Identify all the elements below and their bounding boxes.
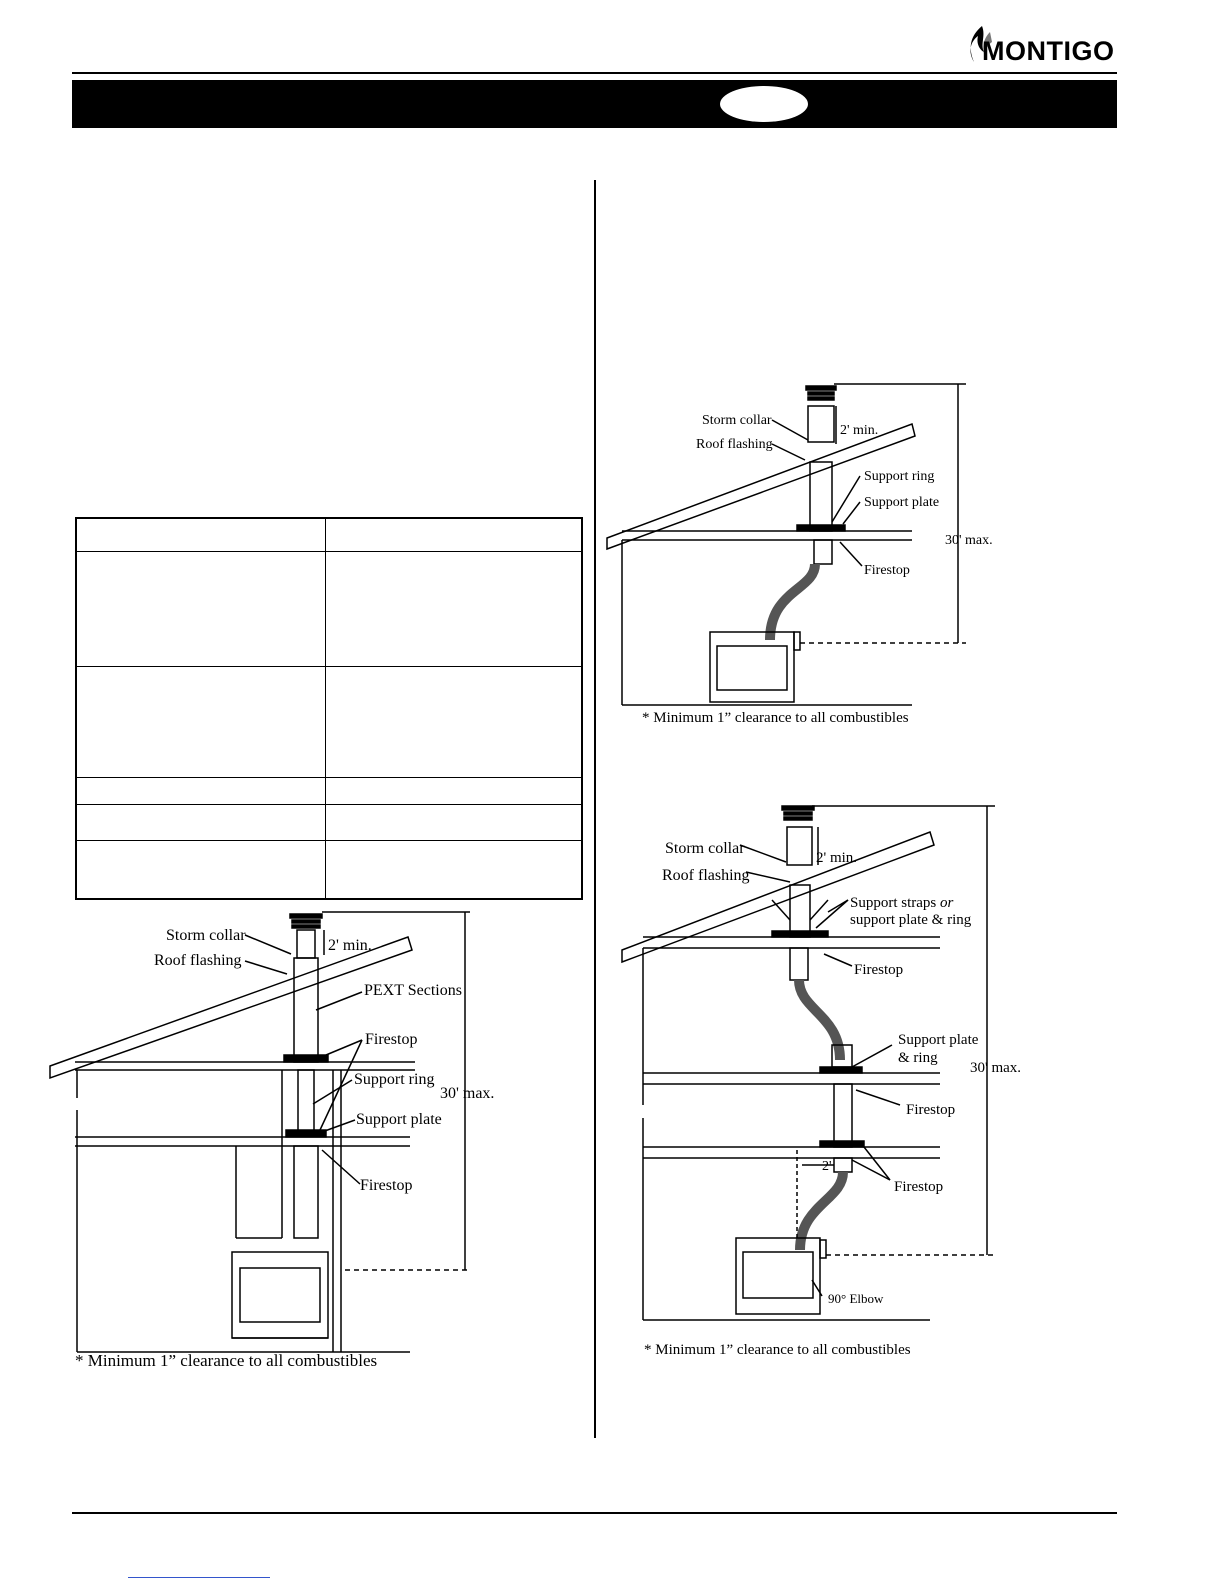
table-row-divider	[77, 777, 581, 778]
label-two-ft-min: 2' min.	[816, 850, 857, 866]
label-firestop: Firestop	[854, 962, 903, 978]
label-thirty-max: 30' max.	[945, 533, 993, 548]
label-roof-flashing: Roof flashing	[696, 437, 773, 452]
label-thirty-max: 30' max.	[440, 1085, 494, 1102]
flame-icon	[970, 26, 992, 62]
table-row-divider	[77, 551, 581, 552]
label-storm-collar: Storm collar	[166, 927, 246, 944]
label-support-ring: Support ring	[354, 1071, 434, 1088]
label-support-plate: Support plate	[864, 495, 939, 510]
label-storm-collar: Storm collar	[702, 413, 772, 428]
label-and-ring: & ring	[898, 1050, 938, 1066]
label-thirty-max: 30' max.	[970, 1060, 1021, 1076]
spec-table	[75, 517, 583, 900]
label-support-plate: Support plate	[356, 1111, 442, 1128]
header-oval	[720, 86, 808, 122]
header-band	[72, 80, 1117, 128]
label-support-ring: Support ring	[864, 469, 934, 484]
column-divider	[594, 180, 596, 1438]
brand-logo: MONTIGO	[960, 22, 1120, 70]
table-row-divider	[77, 804, 581, 805]
clearance-note: * Minimum 1” clearance to all combustibl…	[644, 1342, 911, 1358]
clearance-note: * Minimum 1” clearance to all combustibl…	[642, 710, 909, 726]
label-pext-sections: PEXT Sections	[364, 982, 462, 999]
label-support-plate-ring: support plate & ring	[850, 912, 972, 928]
label-two-ft-min: 2' min.	[328, 937, 372, 954]
table-row-divider	[77, 666, 581, 667]
label-firestop: Firestop	[864, 563, 910, 578]
label-firestop: Firestop	[906, 1102, 955, 1118]
logo-text: MONTIGO	[982, 36, 1115, 66]
label-firestop: Firestop	[365, 1031, 417, 1048]
label-support-straps: Support straps or	[850, 895, 954, 911]
label-storm-collar: Storm collar	[665, 840, 745, 857]
label-support-plate: Support plate	[898, 1032, 979, 1048]
label-two-ft: 2'	[822, 1159, 832, 1174]
footer-link-underline[interactable]	[128, 1577, 270, 1578]
label-elbow: 90° Elbow	[828, 1291, 884, 1306]
table-column-divider	[325, 519, 326, 898]
clearance-note: * Minimum 1” clearance to all combustibl…	[75, 1351, 377, 1370]
label-two-ft-min: 2' min.	[840, 423, 878, 438]
label-roof-flashing: Roof flashing	[154, 952, 242, 969]
footer-rule	[72, 1512, 1117, 1514]
label-firestop: Firestop	[360, 1177, 412, 1194]
header-rule	[72, 72, 1117, 74]
label-firestop: Firestop	[894, 1179, 943, 1195]
table-row-divider	[77, 840, 581, 841]
label-roof-flashing: Roof flashing	[662, 867, 750, 884]
